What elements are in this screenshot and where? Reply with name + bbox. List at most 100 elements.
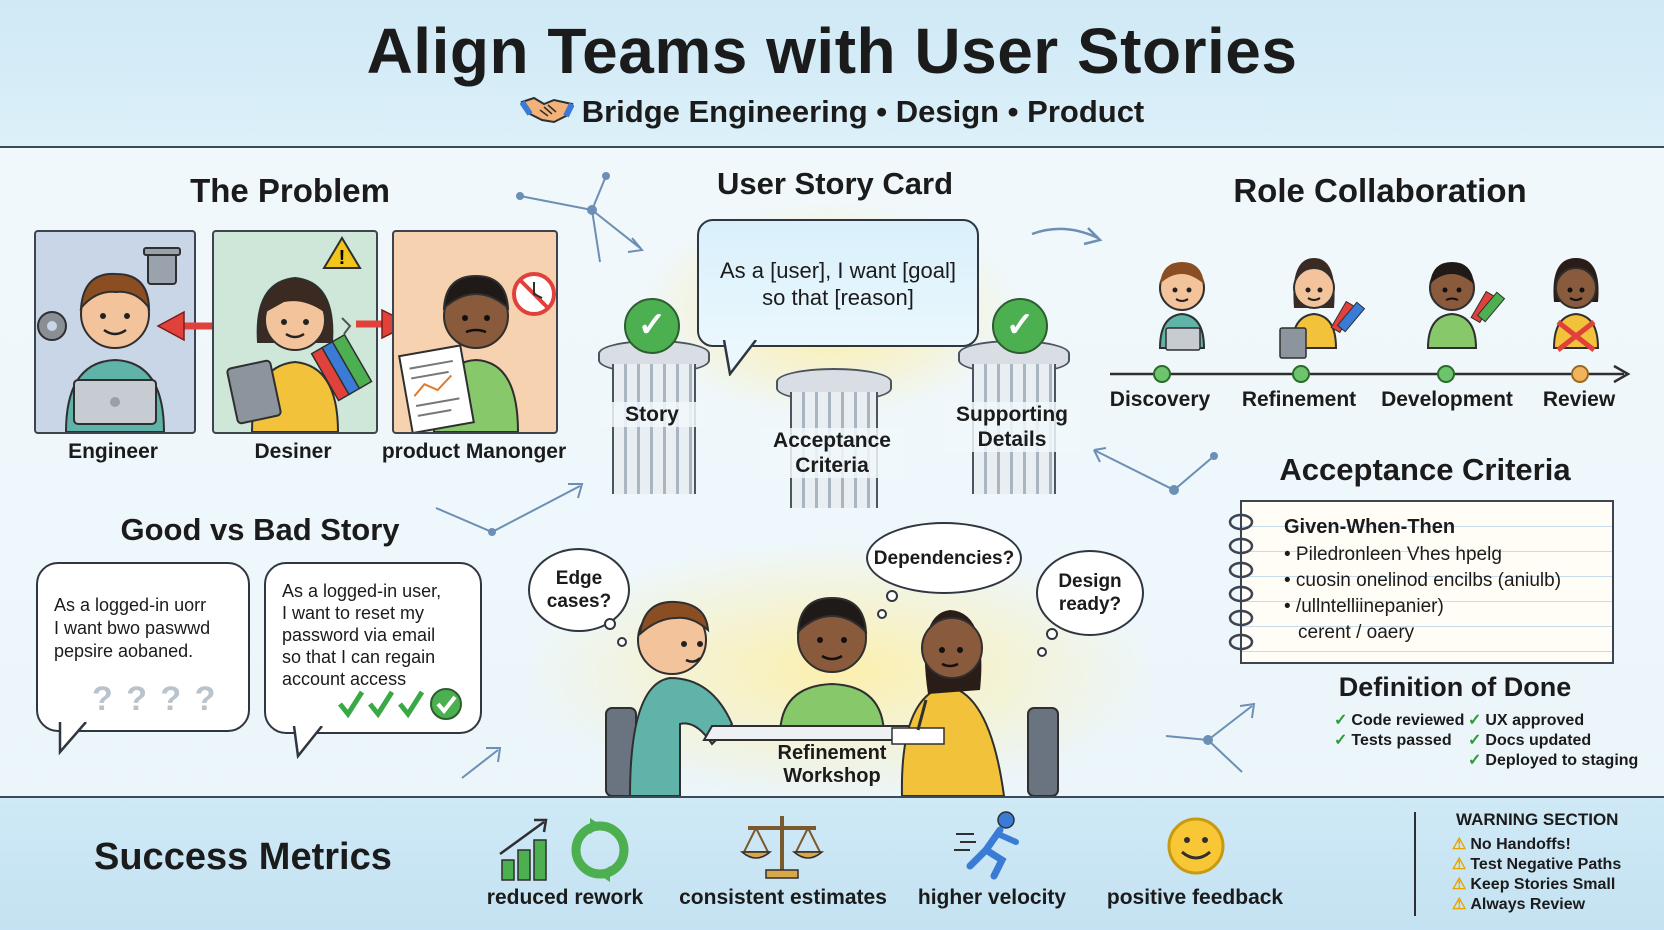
story-card-title: User Story Card <box>716 166 954 201</box>
dod-item-tests-passed: ✓Tests passed <box>1334 732 1452 749</box>
dod-title: Definition of Done <box>1338 672 1572 702</box>
pillar-acceptance-line-2: Criteria <box>795 454 869 477</box>
cloud-edge-line-1: Edge <box>555 568 603 589</box>
pillar-label-story: Story <box>598 402 706 427</box>
stage-dot-review <box>1571 365 1589 383</box>
question-marks-icon: ? ? ? ? <box>92 680 218 718</box>
acceptance-item-3: • /ullntelliinepanier) <box>1284 596 1444 617</box>
acceptance-item-2: • cuosin onelinod encilbs (aniulb) <box>1284 570 1562 591</box>
warning-icon: ⚠ <box>1452 876 1467 893</box>
cloud-dots-left <box>604 618 627 647</box>
collaboration-figures <box>1158 258 1600 359</box>
bad-line-3: pepsire aobaned. <box>54 641 194 661</box>
figure-review <box>1552 258 1600 352</box>
warning-divider <box>1414 812 1416 916</box>
acceptance-item-1: • Piledronleen Vhes hpelg <box>1284 544 1502 565</box>
warning-item-3: ⚠Keep Stories Small <box>1452 876 1616 893</box>
acceptance-title: Acceptance Criteria <box>1279 452 1571 487</box>
timeline-arrow <box>1110 364 1631 384</box>
scale-icon <box>740 816 824 879</box>
metric-reduced-rework: reduced rework <box>486 886 644 909</box>
metric-higher-velocity: higher velocity <box>917 886 1067 909</box>
good-line-2: I want to reset my <box>282 603 425 623</box>
role-label-pm: product Manonger <box>381 440 567 463</box>
stage-refinement: Refinement <box>1241 388 1357 411</box>
stage-discovery: Discovery <box>1109 388 1211 411</box>
dod-item-deployed: ✓Deployed to staging <box>1468 752 1639 769</box>
stage-development: Development <box>1381 388 1513 411</box>
svg-text:!: ! <box>339 247 346 269</box>
acceptance-heading: Given-When-Then <box>1284 516 1456 538</box>
bad-story-text: As a logged-in uorr I want bwo paswwd pe… <box>54 594 210 663</box>
bad-line-1: As a logged-in uorr <box>54 595 207 615</box>
designer-illustration: ! <box>226 236 373 432</box>
stage-dot-development <box>1437 365 1455 383</box>
good-bad-title: Good vs Bad Story <box>120 512 400 547</box>
problem-title: The Problem <box>190 172 390 209</box>
dod-item-docs-updated: ✓Docs updated <box>1468 732 1592 749</box>
bad-line-2: I want bwo paswwd <box>54 618 211 638</box>
cloud-edge-line-2: cases? <box>546 591 612 612</box>
dod-item-code-reviewed: ✓Code reviewed <box>1334 712 1465 729</box>
stage-dot-refinement <box>1292 365 1310 383</box>
dod-item-ux-approved: ✓UX approved <box>1468 712 1585 729</box>
good-line-3: password via email <box>282 625 436 645</box>
warning-icon: ⚠ <box>1452 896 1467 913</box>
story-card-template: As a [user], I want [goal] so that [reas… <box>699 257 977 311</box>
good-story-bubble: As a logged-in user, I want to reset my … <box>264 562 482 734</box>
connector-top-right <box>1031 227 1103 246</box>
story-card-line-2: so that [reason] <box>762 285 914 310</box>
page-subtitle: Bridge Engineering • Design • Product <box>0 92 1664 134</box>
story-card-tail <box>722 340 757 376</box>
acceptance-notebook: Given-When-Then • Piledronleen Vhes hpel… <box>1240 500 1614 664</box>
bar-chart-recycle-icon <box>499 818 629 882</box>
good-line-4: so that I can regain <box>282 647 436 667</box>
subtitle-text: Bridge Engineering • Design • Product <box>581 94 1145 129</box>
check-icon-details: ✓ <box>992 298 1048 354</box>
stage-review: Review <box>1542 388 1616 411</box>
running-person-icon <box>954 811 1019 880</box>
footer-bar: Success Metrics reduced rework consisten… <box>0 796 1664 930</box>
bad-story-bubble: As a logged-in uorr I want bwo paswwd pe… <box>36 562 250 732</box>
figure-development <box>1426 262 1506 349</box>
collaboration-title: Role Collaboration <box>1233 172 1527 209</box>
connector-top-left <box>516 172 644 263</box>
figure-discovery <box>1158 262 1206 351</box>
designer-panel: ! <box>212 230 378 434</box>
role-label-designer: Desiner <box>254 440 332 463</box>
workshop-illustration <box>605 596 1059 796</box>
pillar-label-acceptance: Acceptance Criteria <box>760 428 904 478</box>
pillar-details-line-1: Supporting <box>956 403 1068 426</box>
page-title: Align Teams with User Stories <box>366 15 1298 87</box>
good-story-text: As a logged-in user, I want to reset my … <box>282 580 441 690</box>
good-line-1: As a logged-in user, <box>282 581 442 601</box>
green-checks-icon <box>338 688 462 720</box>
warning-title: WARNING SECTION <box>1456 810 1619 829</box>
workshop-label-line-1: Refinement <box>777 742 887 764</box>
pillar-label-details: Supporting Details <box>944 402 1080 452</box>
engineer-illustration <box>37 247 181 432</box>
cloud-dependencies: Dependencies? <box>866 522 1022 594</box>
metric-consistent-estimates: consistent estimates <box>679 886 887 909</box>
warning-icon: ⚠ <box>1452 836 1467 853</box>
good-bubble-tail <box>292 726 323 760</box>
good-line-5: account access <box>282 669 407 689</box>
pillar-acceptance-line-1: Acceptance <box>773 429 891 452</box>
warning-icon: ⚠ <box>1452 856 1467 873</box>
workshop-label-line-2: Workshop <box>783 765 881 787</box>
cloud-design-line-1: Design <box>1058 571 1122 592</box>
notebook-spiral-icon <box>1228 513 1254 651</box>
cloud-design-line-2: ready? <box>1058 594 1122 615</box>
warning-item-1: ⚠No Handoffs! <box>1452 836 1571 853</box>
pillar-details-line-2: Details <box>977 428 1047 451</box>
handshake-icon <box>519 92 575 134</box>
story-card-line-1: As a [user], I want [goal] <box>719 258 956 283</box>
pm-panel <box>392 230 558 434</box>
stage-dot-discovery <box>1153 365 1171 383</box>
connector-left-mid <box>435 483 584 536</box>
story-card-bubble: As a [user], I want [goal] so that [reas… <box>697 219 979 347</box>
cloud-dots-right <box>1037 628 1058 657</box>
bad-bubble-tail <box>58 722 87 756</box>
connector-mid-right <box>1093 447 1218 495</box>
